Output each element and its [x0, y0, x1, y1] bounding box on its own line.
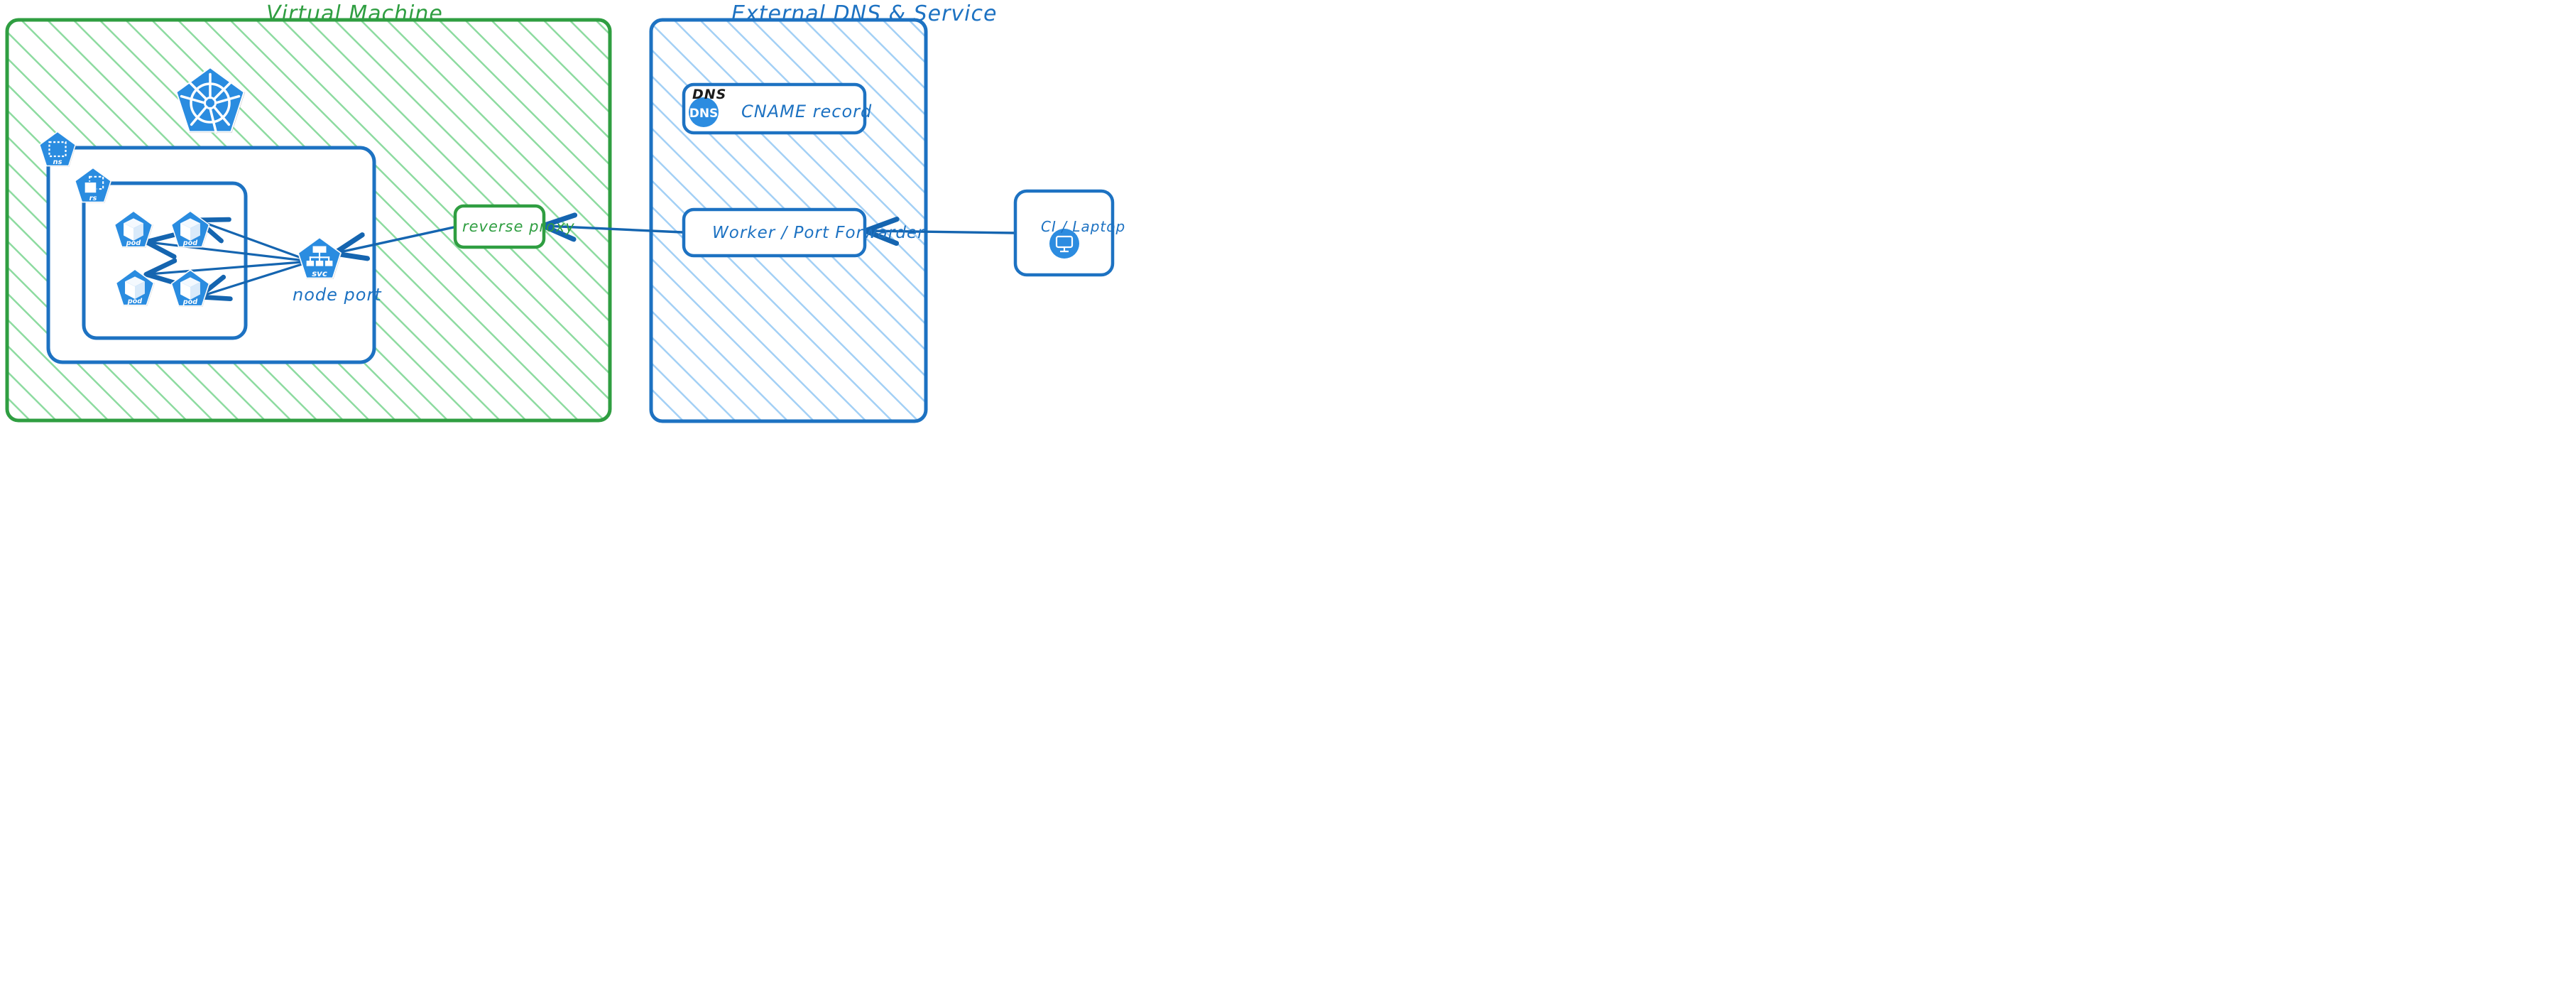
- edge-svc-to-pod-2: [200, 221, 312, 263]
- worker-box[interactable]: [682, 207, 867, 258]
- kubernetes-logo: [175, 66, 245, 134]
- reverse-proxy-box[interactable]: [453, 204, 546, 249]
- badge-replicaset-label: rs: [89, 195, 97, 202]
- service-tree-icon: [306, 246, 333, 266]
- pod-cube-icon: [180, 277, 200, 300]
- pod-3-label: pod: [127, 298, 143, 305]
- badge-service-label: svc: [312, 268, 327, 278]
- pod-4-label: pod: [182, 298, 198, 306]
- badge-replicaset[interactable]: rs: [74, 167, 112, 203]
- virtual-machine-title: Virtual Machine: [266, 1, 443, 26]
- worker-label[interactable]: Worker / Port Forwarder: [712, 224, 925, 242]
- edge-worker-to-reverse-proxy: [545, 226, 684, 232]
- pod-2[interactable]: pod: [170, 210, 210, 248]
- pod-cube-icon: [125, 276, 145, 299]
- pod-4[interactable]: pod: [170, 269, 210, 307]
- node-port-caption: node port: [293, 285, 382, 305]
- namespace-icon: [48, 141, 67, 158]
- dns-icon-circle: [689, 97, 719, 127]
- badge-namespace-label: ns: [53, 158, 62, 166]
- edge-group-svc-pods: [148, 221, 312, 296]
- pod-cube-icon: [124, 218, 143, 241]
- edge-reverse-proxy-to-svc: [337, 224, 462, 253]
- edge-svc-to-pod-1: [148, 242, 312, 263]
- dns-group-label: DNS: [692, 87, 727, 102]
- pod-3[interactable]: pod: [115, 268, 155, 306]
- reverse-proxy-label[interactable]: reverse proxy: [462, 218, 575, 235]
- edge-svc-to-pod-4: [201, 260, 312, 296]
- edge-ci-laptop-to-worker: [868, 231, 1016, 233]
- replicaset-icon: [84, 175, 104, 194]
- pod-2-label: pod: [182, 239, 198, 247]
- badge-namespace[interactable]: ns: [38, 131, 77, 167]
- dns-icon-label: DNS: [689, 107, 719, 121]
- desktop-monitor-icon: [1049, 229, 1079, 259]
- pod-cube-icon: [180, 218, 200, 241]
- badge-service[interactable]: svc: [298, 237, 342, 279]
- pod-1[interactable]: pod: [114, 210, 153, 248]
- replicaset-box[interactable]: [82, 181, 248, 340]
- pod-1-label: pod: [126, 239, 141, 247]
- ci-laptop-label[interactable]: CI / Laptop: [1041, 218, 1126, 235]
- cname-record-label[interactable]: CNAME record: [741, 102, 873, 121]
- dns-card-box[interactable]: [682, 82, 867, 135]
- external-dns-title: External DNS & Service: [731, 1, 998, 26]
- edge-svc-to-pod-3: [148, 261, 312, 274]
